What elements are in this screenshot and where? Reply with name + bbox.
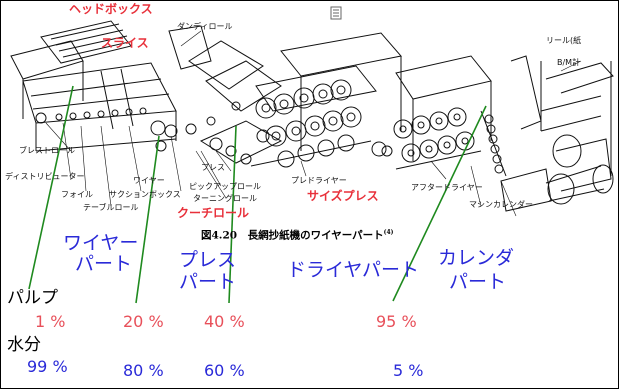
label-couch-roll: クーチロール xyxy=(177,206,250,220)
pointer-pulp-40 xyxy=(228,125,237,304)
after-dryer-drawing xyxy=(393,55,492,170)
label-size-press: サイズプレス xyxy=(307,189,379,203)
press-section-drawing xyxy=(168,25,283,165)
section-wire-line2: パート xyxy=(75,253,133,275)
row-water-label: 水分 xyxy=(7,335,41,355)
label-slice: スライス xyxy=(101,36,149,50)
label-table-roll: テーブルロール xyxy=(83,203,139,212)
label-pre-dryer: プレドライヤー xyxy=(291,176,347,185)
size-press-drawing xyxy=(371,141,393,157)
section-press-line2: パート xyxy=(179,271,237,293)
label-press: プレス xyxy=(201,163,225,172)
label-leaders xyxy=(45,30,582,217)
label-turning-roll: ターニングロール xyxy=(193,194,257,203)
reel-drawing xyxy=(540,61,614,205)
pulp-value-calender: 95 % xyxy=(376,312,417,331)
row-pulp-label: パルプ xyxy=(7,288,58,308)
label-breast-roll: ブレストロール xyxy=(19,146,75,155)
table-rolls xyxy=(35,107,197,152)
water-value-wire: 99 % xyxy=(27,357,68,376)
label-after-dryer: アフタードライヤー xyxy=(411,183,483,192)
top-connector-mark xyxy=(330,6,342,20)
figure-caption: 図4.20 長網抄紙機のワイヤーパート(4) xyxy=(201,230,394,241)
pre-dryer-drawing xyxy=(250,32,402,168)
section-calender-line2: パート xyxy=(449,271,507,293)
label-headbox: ヘッドボックス xyxy=(69,2,153,16)
water-value-press: 80 % xyxy=(123,361,164,380)
label-machine-calender: マシンカレンダー xyxy=(469,200,533,209)
pulp-value-wire: 1 % xyxy=(35,312,66,331)
figure-caption-text: 図4.20 長網抄紙機のワイヤーパート xyxy=(201,229,384,242)
pointer-pulp-1 xyxy=(28,85,74,290)
label-pickup-roll: ピックアップロール xyxy=(189,182,261,191)
pointer-pulp-20 xyxy=(135,135,160,304)
water-value-dryer: 60 % xyxy=(204,361,245,380)
section-dryer: ドライヤパート xyxy=(287,259,420,281)
label-distributor: ディストリビューター xyxy=(5,172,85,181)
section-calender-line1: カレンダ xyxy=(438,247,515,269)
label-suction-box: サクションボックス xyxy=(109,190,181,199)
water-value-calender: 5 % xyxy=(393,361,424,380)
section-wire-line1: ワイヤー xyxy=(63,232,139,254)
section-press-line1: プレス xyxy=(179,249,237,271)
wire-section-drawing xyxy=(22,62,177,152)
label-reel: リール(紙 xyxy=(546,36,582,45)
label-dandy-roll: ダンディロール xyxy=(177,22,233,31)
pulp-value-press: 20 % xyxy=(123,312,164,331)
label-foil: フォイル xyxy=(61,190,93,199)
headbox-drawing xyxy=(10,20,132,119)
label-wire: ワイヤー xyxy=(133,176,165,185)
pulp-value-dryer: 40 % xyxy=(204,312,245,331)
figure-caption-ref: (4) xyxy=(383,229,394,236)
pointer-pulp-95 xyxy=(392,105,487,302)
label-bm-total: B/M計 xyxy=(557,58,581,67)
